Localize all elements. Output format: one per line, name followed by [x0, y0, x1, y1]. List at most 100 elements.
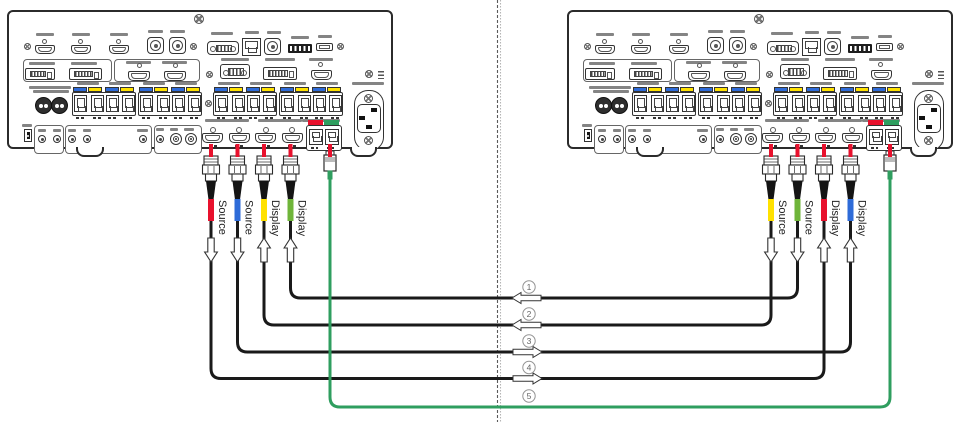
audio-connector	[611, 97, 628, 114]
dvi-port	[263, 67, 297, 80]
rj45-port	[157, 95, 170, 112]
device-left	[7, 10, 393, 160]
port-dots	[108, 117, 116, 119]
port-dots	[174, 117, 182, 119]
port-dots	[327, 147, 334, 149]
link-green-mark	[324, 120, 339, 125]
device-right	[567, 10, 953, 160]
master-slave-port	[789, 133, 810, 143]
blue-port-mark	[633, 87, 647, 92]
dvi-port	[585, 68, 615, 80]
port-label	[265, 58, 295, 61]
bnc-plug-nut	[201, 164, 221, 175]
port-label	[71, 62, 97, 65]
hdmi-port	[311, 70, 332, 80]
port-label	[352, 82, 384, 85]
bnc-plug-base	[231, 173, 244, 182]
rj45-port	[232, 95, 245, 112]
cable-color-band	[847, 199, 854, 221]
port-dots	[719, 117, 727, 119]
port-label	[291, 36, 309, 39]
master-slave-port	[762, 133, 783, 143]
audio-jack	[699, 135, 707, 143]
blue-port-mark	[246, 87, 260, 92]
signal-up-arrow-icon	[283, 236, 298, 263]
port-label	[175, 82, 197, 85]
chassis-foot	[350, 147, 377, 157]
port-label	[318, 35, 332, 38]
cable-color-band	[261, 199, 267, 221]
bnc-plug-base	[817, 173, 831, 182]
link-number-badge	[522, 307, 536, 321]
status-led	[733, 63, 738, 68]
port-label	[53, 129, 61, 132]
cable-boot	[845, 181, 856, 199]
hdmi-port	[688, 71, 710, 81]
bnc-jack	[185, 133, 197, 145]
dvi-port	[629, 68, 662, 80]
blue-port-mark	[105, 87, 119, 92]
blue-port-mark	[840, 87, 854, 92]
yellow-port-mark	[714, 87, 728, 92]
mini-din-port	[264, 38, 281, 55]
connection-line-4	[209, 160, 826, 380]
port-label	[170, 128, 178, 131]
hdmi-port	[164, 71, 186, 81]
blue-port-mark	[139, 87, 153, 92]
link-green-mark	[884, 120, 899, 125]
rj45-port	[91, 95, 104, 112]
port-label	[309, 58, 333, 61]
port-label	[221, 58, 249, 61]
status-led	[638, 39, 643, 44]
signal-up-arrow-icon	[256, 236, 272, 263]
port-label	[29, 86, 71, 89]
link-number: 3	[527, 336, 532, 346]
link-number-badge	[522, 280, 536, 294]
port-dots	[76, 117, 84, 119]
screw-icon	[584, 43, 591, 50]
rj45-port	[634, 95, 647, 112]
port-label	[316, 82, 338, 85]
cable-label: Source	[776, 200, 788, 235]
bnc-plug-nut	[814, 164, 834, 175]
port-label	[143, 82, 165, 85]
rj45-port	[682, 95, 695, 112]
port-dots	[249, 117, 257, 119]
port-dots	[891, 117, 899, 119]
blue-port-mark	[171, 87, 185, 92]
port-label	[697, 129, 708, 132]
dvi-port	[69, 68, 102, 80]
port-label	[589, 86, 631, 89]
audio-connector	[35, 97, 52, 114]
port-label	[162, 61, 187, 64]
port-label	[110, 33, 128, 36]
vga-port	[220, 64, 250, 79]
master-slave-port	[229, 133, 250, 143]
cable-color-band	[287, 199, 294, 221]
rj45-port	[775, 95, 788, 112]
master-slave-label	[765, 119, 809, 122]
cable-boot	[285, 181, 296, 199]
cable-color-band	[768, 199, 774, 221]
status-led	[116, 39, 121, 44]
left-arrow-icon	[511, 318, 542, 332]
bnc-plug-base	[204, 173, 218, 182]
audio-connector	[51, 97, 68, 114]
yellow-port-mark	[680, 87, 694, 92]
port-label	[613, 129, 621, 132]
status-led	[263, 127, 269, 133]
blue-port-mark	[214, 87, 228, 92]
audio-jack	[139, 135, 147, 143]
port-label	[778, 82, 800, 85]
rj45-port	[263, 95, 276, 112]
mini-din-port	[729, 37, 746, 54]
port-dots	[860, 117, 868, 119]
port-dots	[777, 117, 785, 119]
port-label	[109, 82, 131, 85]
port-dots	[311, 147, 318, 149]
port-label	[912, 82, 944, 85]
port-label	[669, 82, 691, 85]
port-label	[284, 82, 306, 85]
port-label	[844, 82, 866, 85]
